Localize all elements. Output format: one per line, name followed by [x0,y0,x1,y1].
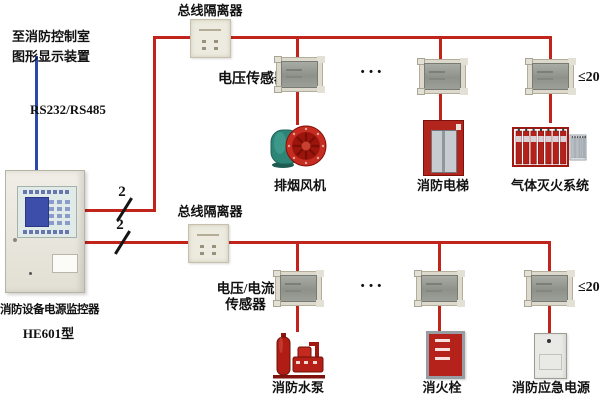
loop2-sensor2-device-wire [438,303,441,332]
loop2-sensor1-drop [296,244,299,271]
loop1-sensor2-drop [439,39,442,59]
fire-hydrant-image [426,331,465,379]
loop1-ellipsis: ··· [359,62,385,83]
loop1-bus-isolator [190,19,231,58]
sensor-face [532,63,569,90]
loop1-device3-label: 气体灭火系统 [510,178,589,193]
loop1-isolator-label: 总线隔离器 [177,3,243,18]
loop1-device1-label: 排烟风机 [273,178,326,193]
loop2-wire-count: 2 [116,217,124,233]
loop2-device1-label: 消防水泵 [271,380,324,395]
controller-panel [17,186,77,238]
loop2-bus-isolator [188,224,229,263]
loop2-ellipsis: ··· [359,276,385,297]
loop1-voltage-sensor-2 [417,58,466,95]
loop1-riser [153,36,156,212]
loop2-device2-label: 消火栓 [422,380,462,395]
loop2-vi-sensor-1 [273,270,322,307]
label-pocket [52,254,78,273]
loop1-wire-count: 2 [118,184,126,200]
serial-link-label: RS232/RS485 [30,102,106,117]
loop2-isolator-label: 总线隔离器 [177,204,243,219]
loop1-sensor3-device-wire [549,92,552,123]
power-monitor-cabinet [5,170,85,293]
loop2-device-limit: ≤20 [578,280,600,295]
loop1-voltage-sensor-1 [274,56,323,93]
loop1-device-limit: ≤20 [578,70,600,85]
graphic-display-note-line1: 至消防控制室 [11,29,90,44]
graphic-display-note: 至消防控制室 图形显示装置 [4,27,98,66]
loop2-sensor1-device-wire [296,303,299,332]
elevator-door [431,130,457,173]
loop1-feed-horizontal [82,209,156,212]
fire-pump-image [273,333,325,379]
loop1-sensor1-drop [296,39,299,57]
loop2-sensor-type-line2: 传感器 [225,297,266,313]
sensor-face [281,61,318,88]
gas-extinguishing-system-image [512,127,587,167]
loop2-sensor3-device-wire [548,303,551,334]
keypad [49,197,72,225]
loop1-voltage-sensor-3 [525,58,574,95]
loop2-sensor2-drop [438,244,441,271]
loop2-vi-sensor-2 [414,270,463,307]
fire-emergency-power-image [534,333,567,379]
smoke-exhaust-fan-image [270,125,327,168]
sensor-face [421,275,458,302]
loop2-bus-end-drop [548,244,551,271]
loop1-device2-label: 消防电梯 [416,178,469,193]
sensor-face [280,275,317,302]
lcd-screen [25,197,49,227]
loop1-sensor-type-label: 电压传感器 [218,72,288,87]
loop2-sensor-type-line1: 电压/电流 [216,281,275,296]
loop2-bus [82,241,551,244]
loop2-sensor-type-label: 电压/电流 传感器 [198,281,293,313]
controller-model: HE601型 [22,326,75,341]
sensor-face [424,63,461,90]
sensor-face [531,275,568,302]
loop1-bus [153,36,552,39]
serial-wire [35,56,38,170]
fire-elevator-image [423,120,464,176]
keyhole [29,272,32,275]
hydrant-label-marks [435,339,450,365]
hinge-dot [13,238,17,242]
loop2-vi-sensor-3 [524,270,573,307]
loop1-bus-end-drop [549,39,552,59]
controller-name: 消防设备电源监控器 [0,304,100,316]
loop1-sensor1-device-wire [296,90,299,125]
loop1-sensor2-device-wire [439,92,442,121]
loop2-device3-label: 消防应急电源 [511,380,590,395]
graphic-display-note-line2: 图形显示装置 [11,48,90,64]
